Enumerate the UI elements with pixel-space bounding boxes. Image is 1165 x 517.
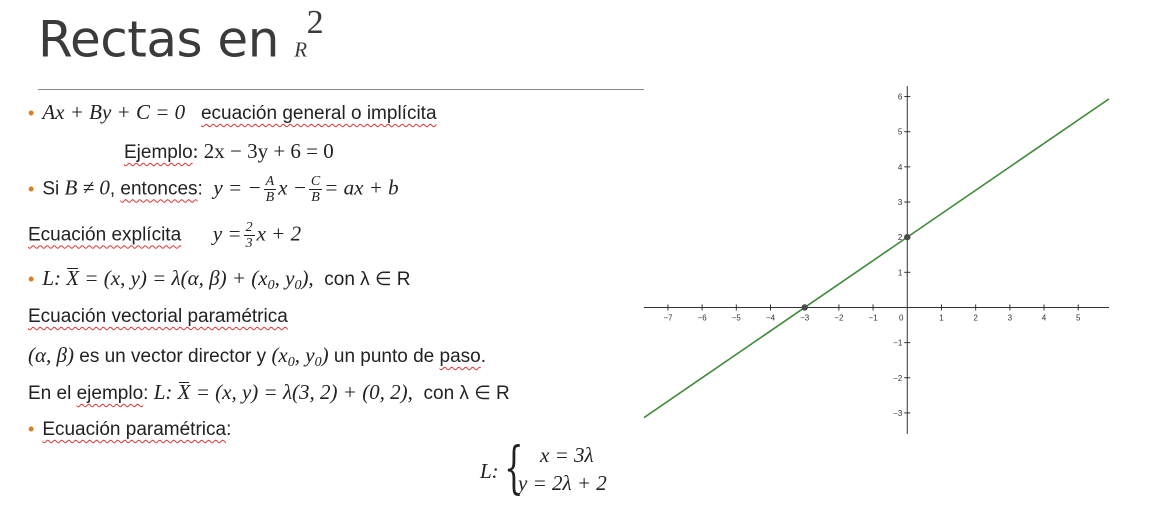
x-tick-label: 0 — [899, 313, 904, 322]
graph-point — [904, 233, 911, 241]
bullet-dot: • — [28, 178, 35, 199]
y-tick-labels: −3 −2 −1 1 2 3 4 5 6 — [893, 93, 911, 418]
director-vector-line: (α, β) es un vector director y (x0, y0) … — [28, 343, 487, 370]
y-tick-label: 6 — [898, 93, 903, 102]
x-tick-label: 4 — [1042, 313, 1047, 322]
bullet-parametric: •Ecuación paramétrica: — [28, 419, 232, 440]
example-vector-line: En el ejemplo: L: X = (x, y) = λ(3, 2) +… — [28, 380, 510, 404]
title-divider — [38, 89, 644, 90]
x-tick-label: −3 — [800, 313, 810, 322]
x-tick-label: 5 — [1076, 313, 1081, 322]
system-brace: { — [504, 436, 524, 501]
graph-series — [644, 98, 1110, 419]
x-tick-label: −2 — [834, 313, 844, 322]
x-tick-label: 1 — [939, 313, 944, 322]
system-row-x: x = 3λ — [540, 443, 594, 467]
graph-point — [801, 304, 808, 311]
x-tick-label: 3 — [1008, 313, 1013, 322]
y-tick-label: 5 — [898, 128, 903, 137]
bullet-vector-equation: •L: X = (x, y) = λ(α, β) + (x0, y0), con… — [28, 266, 411, 293]
bullet-general-equation: •Ax + By + C = 0 ecuación general o impl… — [28, 100, 437, 124]
example-line: Ejemplo: 2x − 3y + 6 = 0 — [124, 139, 334, 163]
bullet-dot: • — [28, 269, 35, 289]
y-tick-label: 4 — [898, 163, 903, 172]
x-tick-label: 2 — [973, 313, 978, 322]
series-line — [644, 98, 1110, 419]
y-tick-label: −2 — [893, 374, 903, 383]
graph-axes — [644, 86, 1109, 434]
vector-parametric-label: Ecuación vectorial paramétrica — [28, 306, 288, 327]
system-label: L: — [480, 459, 499, 483]
y-tick-label: 3 — [898, 198, 903, 207]
bullet-dot: • — [28, 103, 35, 123]
x-tick-label: −5 — [732, 313, 742, 322]
slide-title: Rectas en R2 — [38, 4, 324, 69]
x-tick-label: −7 — [663, 313, 673, 322]
line-graph: −7 −6 −5 −4 −3 −2 −1 0 1 2 3 4 5 −3 −2 −1 1 2 3 4 5 6 — [644, 86, 1110, 434]
y-tick-label: −1 — [893, 339, 903, 348]
bullet-dot: • — [28, 419, 35, 439]
x-tick-label: −6 — [698, 313, 708, 322]
x-tick-label: −4 — [766, 313, 776, 322]
y-tick-label: 2 — [898, 233, 903, 242]
y-tick-label: 1 — [898, 268, 903, 277]
graph-points — [801, 233, 911, 311]
x-tick-label: −1 — [869, 313, 879, 322]
system-row-y: y = 2λ + 2 — [518, 471, 607, 495]
x-tick-labels: −7 −6 −5 −4 −3 −2 −1 0 1 2 3 4 5 — [663, 304, 1081, 322]
y-tick-label: −3 — [893, 409, 903, 418]
